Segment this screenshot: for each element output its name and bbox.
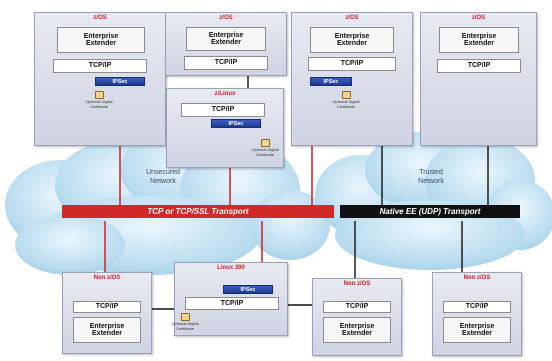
system-title: z/OS [471, 15, 486, 21]
tcpip-box: TCP/IP [443, 301, 511, 313]
digital-certificate: Optional Digital Certificate [247, 139, 283, 157]
certificate-label: Optional Digital Certificate [85, 99, 113, 109]
tcpip-box: TCP/IP [323, 301, 391, 313]
tcpip-box: TCP/IP [185, 297, 279, 310]
system-title: z/Linux [214, 91, 236, 97]
non-zos-system-bottom-1: Non z/OS TCP/IP Enterprise Extender [62, 272, 152, 354]
right-cloud [315, 132, 552, 270]
zos-system-top-3: z/OS Enterprise Extender TCP/IP IPSec Op… [291, 12, 413, 146]
tcpip-box: TCP/IP [184, 56, 268, 70]
certificate-icon [260, 139, 270, 147]
certificate-label: Optional Digital Certificate [251, 147, 279, 157]
system-title: z/OS [219, 15, 233, 21]
tcpip-box: TCP/IP [53, 59, 147, 73]
ipsec-badge: IPSec [223, 285, 273, 294]
zos-system-top-2: z/OS Enterprise Extender TCP/IP [165, 12, 287, 76]
zos-system-top-1: z/OS Enterprise Extender TCP/IP IPSec Op… [34, 12, 166, 146]
non-zos-system-bottom-3: Non z/OS TCP/IP Enterprise Extender [312, 278, 402, 356]
system-title: Non z/OS [93, 275, 121, 281]
digital-certificate: Optional Digital Certificate [328, 91, 364, 109]
enterprise-extender-box: Enterprise Extender [310, 27, 394, 53]
system-title: z/OS [93, 15, 107, 21]
trusted-network-label: Trusted Network [418, 169, 444, 185]
certificate-icon [341, 91, 351, 99]
non-zos-system-bottom-4: Non z/OS TCP/IP Enterprise Extender [432, 272, 522, 356]
tcpip-box: TCP/IP [308, 57, 396, 71]
digital-certificate: Optional Digital Certificate [167, 313, 203, 331]
zlinux-system: z/Linux TCP/IP IPSec Optional Digital Ce… [166, 88, 284, 168]
certificate-label: Optional Digital Certificate [332, 99, 360, 109]
tcpip-box: TCP/IP [437, 59, 521, 73]
unsecured-network-label: Unsecured Network [146, 169, 180, 185]
enterprise-extender-box: Enterprise Extender [443, 317, 511, 343]
tcpip-box: TCP/IP [73, 301, 141, 313]
certificate-label: Optional Digital Certificate [171, 321, 199, 331]
ipsec-badge: IPSec [211, 119, 261, 128]
system-title: Linux 390 [217, 265, 245, 271]
native-ee-udp-transport-bar: Native EE (UDP) Transport [340, 205, 520, 218]
enterprise-extender-box: Enterprise Extender [323, 317, 391, 343]
system-title: Non z/OS [343, 281, 371, 287]
system-title: Non z/OS [463, 275, 491, 281]
certificate-icon [180, 313, 190, 321]
enterprise-extender-box: Enterprise Extender [73, 317, 141, 343]
ipsec-badge: IPSec [95, 77, 145, 86]
linux-390-system: Linux 390 IPSec TCP/IP Optional Digital … [171, 262, 288, 336]
zos-system-top-4: z/OS Enterprise Extender TCP/IP [420, 12, 537, 146]
system-title: z/OS [345, 15, 359, 21]
ipsec-badge: IPSec [310, 77, 352, 86]
certificate-icon [94, 91, 104, 99]
enterprise-extender-box: Enterprise Extender [439, 27, 519, 53]
enterprise-extender-box: Enterprise Extender [186, 27, 266, 51]
tcp-ssl-transport-bar: TCP or TCP/SSL Transport [62, 205, 334, 218]
tcpip-box: TCP/IP [181, 103, 265, 117]
digital-certificate: Optional Digital Certificate [81, 91, 117, 109]
enterprise-extender-box: Enterprise Extender [57, 27, 145, 53]
